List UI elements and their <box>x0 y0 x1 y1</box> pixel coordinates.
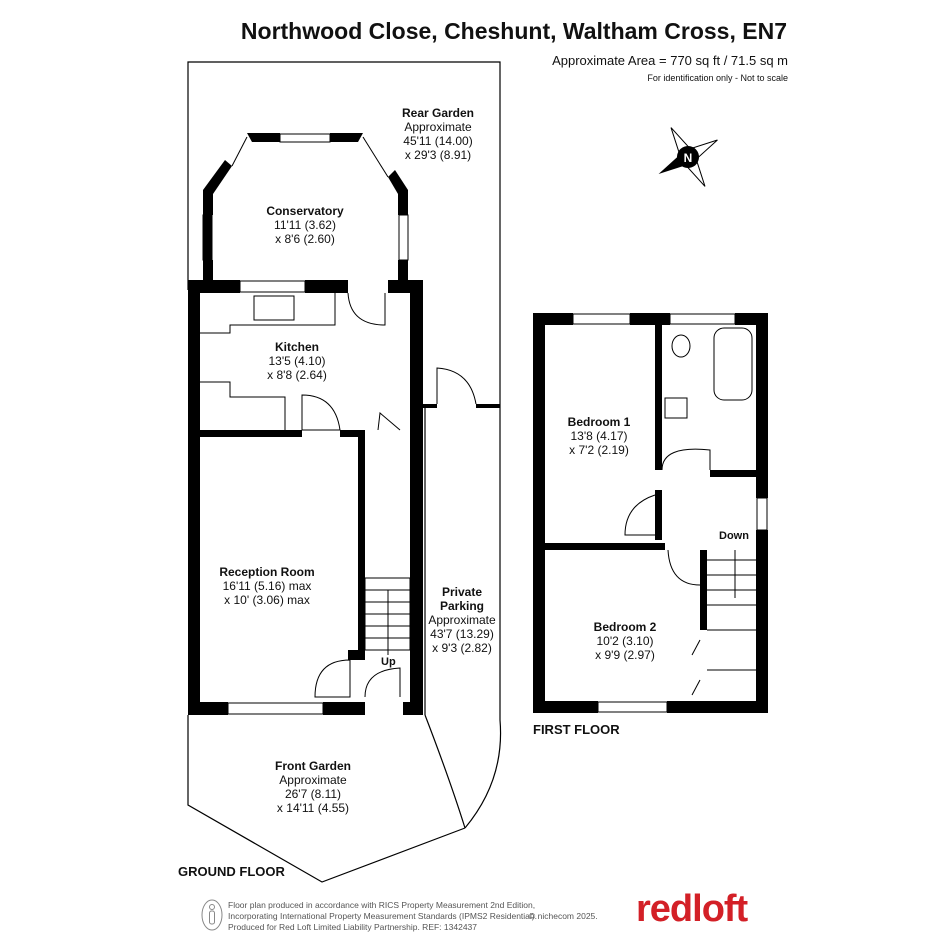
staircase-first <box>707 550 756 606</box>
compass-icon <box>658 127 718 187</box>
copyright: © nichecom 2025. <box>529 911 598 921</box>
room-dimension: x 29'3 (8.91) <box>404 148 472 162</box>
room-bedroom-2: Bedroom 2 10'2 (3.10) x 9'9 (2.97) <box>594 620 657 662</box>
page-title: Northwood Close, Cheshunt, Waltham Cross… <box>240 18 787 44</box>
room-name: Front Garden <box>274 759 352 773</box>
room-bedroom-1: Bedroom 1 13'8 (4.17) x 7'2 (2.19) <box>568 415 631 457</box>
ground-floor-walls <box>188 133 500 715</box>
room-dimension: 43'7 (13.29) <box>430 627 494 641</box>
room-dimension: 45'11 (14.00) <box>403 134 473 148</box>
room-dimension: 11'11 (3.62) <box>274 218 336 232</box>
compass-label: N <box>684 151 693 165</box>
ground-floor-label: GROUND FLOOR <box>178 864 285 879</box>
room-note: Approximate <box>279 773 347 787</box>
room-name: Private <box>441 585 483 599</box>
room-dimension: x 10' (3.06) max <box>224 593 310 607</box>
room-note: Approximate <box>404 120 472 134</box>
first-floor-label: FIRST FLOOR <box>533 722 620 737</box>
redloft-logo: redloft <box>636 888 748 930</box>
footer-text: Floor plan produced in accordance with R… <box>228 900 537 933</box>
footer-line: Incorporating International Property Mea… <box>228 911 537 921</box>
room-rear-garden: Rear Garden Approximate 45'11 (14.00) x … <box>402 106 474 162</box>
room-name: Bedroom 1 <box>567 415 631 429</box>
room-dimension: 16'11 (5.16) max <box>222 579 312 593</box>
stairs-up-label: Up <box>381 656 396 668</box>
first-floor-fixtures <box>572 313 768 713</box>
room-reception: Reception Room 16'11 (5.16) max x 10' (3… <box>219 565 314 607</box>
ground-floor-fixtures <box>200 133 477 715</box>
room-name: Rear Garden <box>401 106 475 120</box>
room-kitchen: Kitchen 13'5 (4.10) x 8'8 (2.64) <box>267 340 327 382</box>
ipms-person-icon <box>201 899 223 931</box>
room-dimension: 10'2 (3.10) <box>596 634 654 648</box>
footer-line: Floor plan produced in accordance with R… <box>228 900 536 910</box>
stairs-down-label: Down <box>719 530 749 542</box>
room-dimension: 13'5 (4.10) <box>268 354 326 368</box>
plot-outlines <box>187 61 502 883</box>
room-name: Reception Room <box>219 565 315 579</box>
room-dimension: x 9'9 (2.97) <box>595 648 655 662</box>
room-name: Kitchen <box>274 340 319 354</box>
staircase-ground <box>364 577 411 655</box>
disclaimer: For identification only - Not to scale <box>647 73 788 83</box>
footer-line: Produced for Red Loft Limited Liability … <box>228 922 477 932</box>
room-front-garden: Front Garden Approximate 26'7 (8.11) x 1… <box>275 759 351 815</box>
room-dimension: x 9'3 (2.82) <box>432 641 492 655</box>
room-name: Parking <box>439 599 484 613</box>
room-dimension: 26'7 (8.11) <box>284 787 342 801</box>
room-dimension: 13'8 (4.17) <box>570 429 628 443</box>
first-floor-walls <box>533 313 768 713</box>
room-dimension: x 8'6 (2.60) <box>275 232 335 246</box>
room-dimension: x 8'8 (2.64) <box>267 368 327 382</box>
room-private-parking: Private Parking Approximate 43'7 (13.29)… <box>428 585 495 655</box>
room-dimension: x 7'2 (2.19) <box>569 443 629 457</box>
approximate-area: Approximate Area = 770 sq ft / 71.5 sq m <box>552 53 788 68</box>
room-name: Conservatory <box>266 204 344 218</box>
room-note: Approximate <box>428 613 496 627</box>
room-dimension: x 14'11 (4.55) <box>276 801 350 815</box>
room-name: Bedroom 2 <box>593 620 657 634</box>
room-conservatory: Conservatory 11'11 (3.62) x 8'6 (2.60) <box>266 204 343 246</box>
